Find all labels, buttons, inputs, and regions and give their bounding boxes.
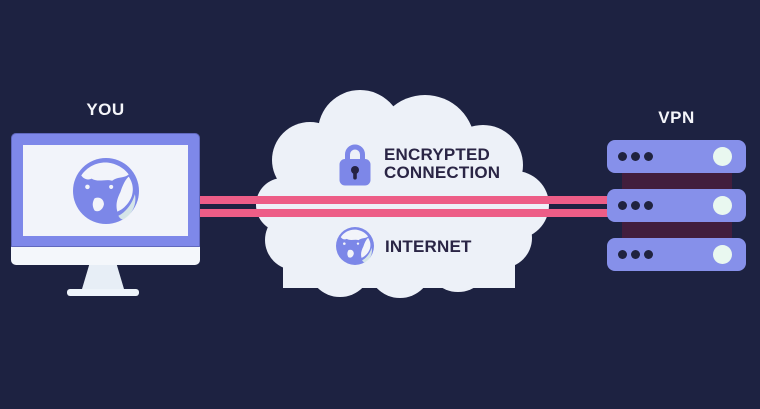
server-connector <box>622 221 732 239</box>
vpn-label: VPN <box>658 108 695 127</box>
indicator-dot-icon <box>644 152 653 161</box>
status-light-icon <box>713 245 732 264</box>
indicator-dot-icon <box>644 201 653 210</box>
monitor-chin <box>11 247 200 265</box>
internet-label: INTERNET <box>385 237 472 256</box>
indicator-dot-icon <box>644 250 653 259</box>
globe-icon <box>336 227 374 265</box>
monitor-stand-neck <box>82 265 124 289</box>
encrypted-line2: CONNECTION <box>384 163 501 182</box>
vpn-server-unit-2 <box>607 189 746 222</box>
encrypted-tunnel-line-top <box>196 196 614 204</box>
monitor-stand-base <box>67 289 139 296</box>
encrypted-line1: ENCRYPTED <box>384 145 491 164</box>
indicator-dot-icon <box>631 152 640 161</box>
vpn-server-unit-3 <box>607 238 746 271</box>
lock-icon <box>339 144 371 186</box>
globe-icon <box>73 158 139 224</box>
indicator-dot-icon <box>618 152 627 161</box>
encrypted-connection-label: ENCRYPTED CONNECTION <box>384 146 500 182</box>
you-label: YOU <box>86 100 125 119</box>
indicator-dot-icon <box>631 201 640 210</box>
indicator-dot-icon <box>618 201 627 210</box>
encrypted-tunnel-line-bottom <box>196 209 614 217</box>
status-light-icon <box>713 147 732 166</box>
indicator-dot-icon <box>618 250 627 259</box>
indicator-dot-icon <box>631 250 640 259</box>
server-connector <box>622 172 732 190</box>
vpn-server-unit-1 <box>607 140 746 173</box>
status-light-icon <box>713 196 732 215</box>
